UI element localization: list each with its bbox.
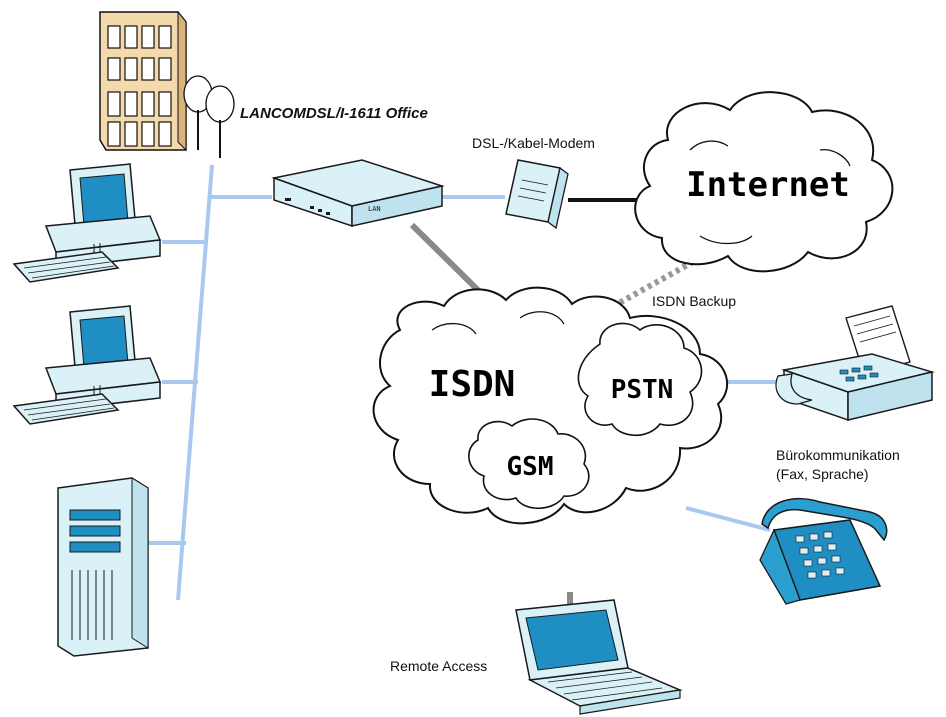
office-comm-sublabel: (Fax, Sprache) bbox=[776, 466, 869, 482]
office-comm-label: Bürokommunikation bbox=[776, 447, 900, 463]
telephone-icon bbox=[759, 498, 888, 605]
modem-label: DSL-/Kabel-Modem bbox=[472, 135, 595, 151]
fax-icon bbox=[775, 305, 935, 422]
workstation-icon bbox=[12, 163, 162, 283]
internet-label: Internet bbox=[686, 165, 850, 205]
pstn-phone-link bbox=[685, 506, 771, 532]
server-icon bbox=[57, 477, 149, 657]
router-name-label: LANCOMDSL/I-1611 Office bbox=[240, 105, 428, 122]
workstation-icon bbox=[12, 305, 162, 425]
isdn-backup-label: ISDN Backup bbox=[652, 293, 736, 309]
laptop-icon bbox=[515, 599, 683, 715]
telecom-cloud: ISDN PSTN GSM bbox=[372, 286, 728, 525]
remote-access-label: Remote Access bbox=[390, 658, 487, 674]
svg-text:LAN: LAN bbox=[368, 205, 381, 213]
isdn-label: ISDN bbox=[429, 364, 516, 405]
pstn-label: PSTN bbox=[611, 375, 674, 405]
internet-cloud: Internet bbox=[634, 91, 894, 273]
router-icon: LAN bbox=[271, 159, 445, 228]
isdn-backup-link bbox=[583, 255, 702, 325]
lan-connections bbox=[148, 164, 790, 601]
office-building-icon bbox=[99, 10, 235, 158]
router-isdn-link bbox=[409, 222, 491, 303]
gsm-label: GSM bbox=[507, 452, 554, 482]
modem-icon bbox=[505, 159, 569, 230]
